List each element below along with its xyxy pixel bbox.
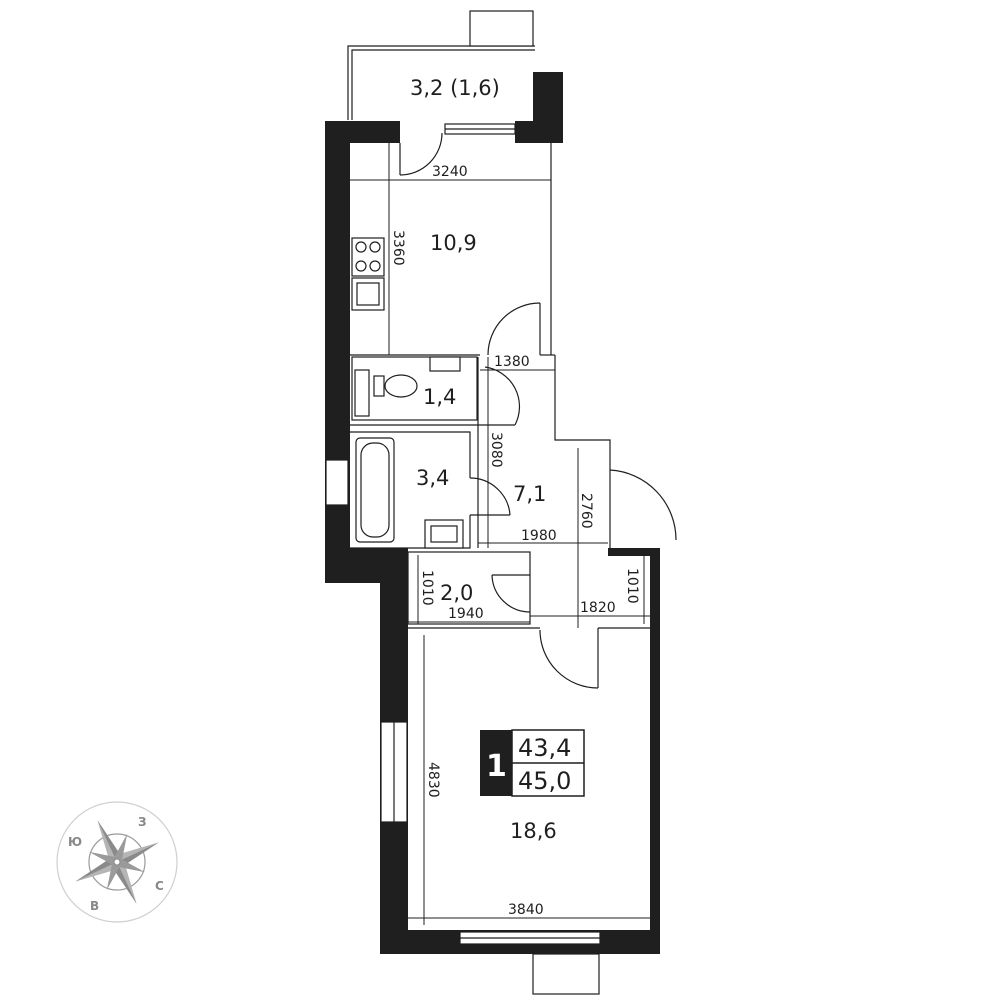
dim-living-width: 3840: [508, 902, 544, 918]
kitchen-sink-basin: [356, 282, 380, 306]
storage-door-swing: [491, 574, 531, 613]
dim-living-length: 4830: [425, 762, 441, 798]
hall-area: 7,1: [513, 482, 546, 506]
balcony: [347, 10, 535, 176]
burner-icon: [369, 260, 381, 272]
hall-right-wall: [554, 355, 611, 470]
burner-icon: [355, 241, 367, 253]
dimension-lines: [350, 143, 650, 925]
toilet-door-swing: [484, 366, 521, 426]
compass-west-label: З: [138, 815, 147, 829]
storage-area: 2,0: [440, 581, 473, 605]
toilet-area: 1,4: [423, 385, 456, 409]
fixtures: [351, 237, 464, 549]
dim-corridor-width: 1380: [494, 354, 530, 370]
dim-corridor-length: 3080: [488, 432, 504, 468]
balcony-unit: [469, 10, 534, 47]
badge-rooms-count: 1: [486, 749, 507, 784]
compass-rose-icon: [75, 820, 159, 904]
wall-right-lower: [650, 552, 660, 954]
kitchen-area: 10,9: [430, 231, 477, 255]
dim-hall-width: 1980: [521, 528, 557, 544]
partitions: [350, 143, 652, 629]
wall-entry-jamb: [608, 548, 660, 556]
badge-total-area: 45,0: [518, 767, 571, 795]
bathroom-top-wall: [350, 431, 471, 478]
bathroom-bottom-wall: [350, 515, 471, 549]
entry-door-swing: [609, 469, 677, 541]
compass-north-label: С: [155, 879, 164, 893]
dim-niche-depth: 1010: [624, 568, 640, 604]
burner-icon: [369, 241, 381, 253]
dim-storage-width: 1940: [448, 606, 484, 622]
living-balcony-unit: [532, 953, 600, 995]
wall-top-left: [325, 121, 400, 143]
toilet-tank: [373, 375, 385, 397]
dimension-labels: 3240 3360 1380 3080 2760 1980 1010 1940 …: [390, 164, 640, 918]
kitchen-door-swing: [487, 302, 541, 356]
bathtub: [355, 437, 395, 543]
doors: [469, 302, 677, 689]
toilet-sink: [429, 356, 461, 372]
burner-icon: [355, 260, 367, 272]
compass-south-label: Ю: [68, 835, 82, 849]
toilet-walls: [351, 356, 478, 421]
balcony-outline-inner: [351, 49, 535, 120]
dim-kitchen-length: 3360: [390, 230, 406, 266]
living-door-swing: [539, 629, 599, 689]
dim-kitchen-width: 3240: [432, 164, 468, 180]
wall-top-right: [515, 121, 563, 143]
badge-living-area: 43,4: [518, 734, 571, 762]
balcony-area: 3,2 (1,6): [410, 76, 500, 100]
dim-storage-depth: 1010: [419, 570, 435, 606]
bathroom-door-swing: [469, 477, 511, 516]
dim-hall-length: 2760: [578, 493, 594, 529]
toilet-shelf: [354, 369, 370, 417]
badge-rooms-box: [480, 730, 512, 796]
compass-east-label: В: [90, 899, 99, 913]
living-area: 18,6: [510, 819, 557, 843]
bathtub-inner: [360, 442, 390, 538]
compass: З Ю С В: [56, 801, 178, 923]
compass-inner-ring: [88, 833, 146, 891]
bathroom-area: 3,4: [416, 466, 449, 490]
bathroom-vent-window: [325, 459, 349, 506]
windows: [325, 459, 601, 995]
bathroom-sink-basin: [430, 525, 458, 543]
wall-left-upper: [325, 121, 350, 583]
toilet-bowl: [384, 374, 418, 398]
dim-niche-width: 1820: [580, 600, 616, 616]
balcony-door-swing: [399, 132, 443, 176]
area-badge: 1 43,4 45,0: [480, 729, 585, 797]
storage-walls: [407, 551, 531, 625]
room-labels: 3,2 (1,6) 10,9 1,4 3,4 7,1 2,0 18,6: [410, 76, 557, 843]
compass-ring: [56, 801, 178, 923]
